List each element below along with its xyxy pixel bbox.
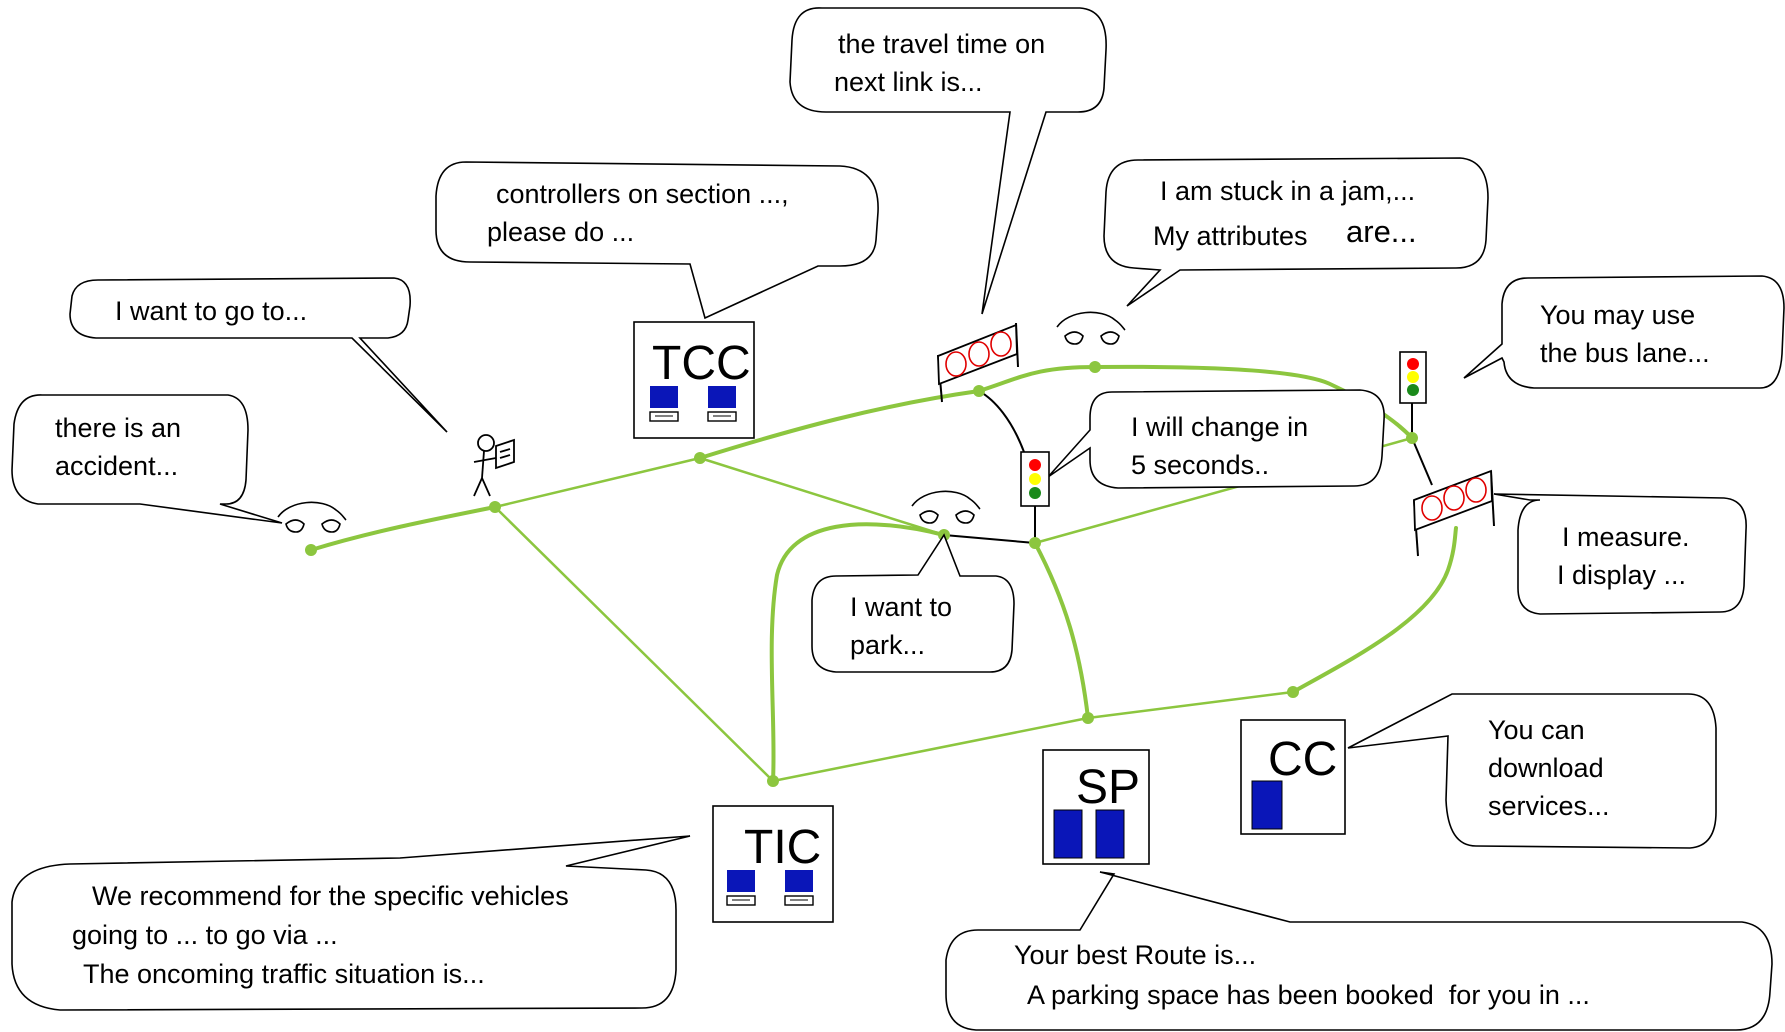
road-link bbox=[309, 505, 497, 552]
bubble-text: I display ... bbox=[1557, 560, 1687, 590]
bubble-text: going to ... to go via ... bbox=[72, 920, 338, 950]
server-icon bbox=[1053, 809, 1083, 859]
bubble-text: services... bbox=[1488, 791, 1610, 821]
bubble-text: I want to go to... bbox=[115, 296, 308, 326]
bubble-text: park... bbox=[850, 630, 926, 660]
bubble-stuck-jam bbox=[1103, 157, 1489, 307]
message-sign-icon bbox=[937, 322, 1019, 403]
computer-terminal-icon bbox=[726, 870, 756, 906]
bubble-want-go bbox=[69, 277, 448, 433]
bubble-text: You may use bbox=[1540, 300, 1696, 330]
bubble-will-change bbox=[1047, 389, 1385, 489]
bubble-text: controllers on section ..., bbox=[496, 179, 789, 209]
cc-center bbox=[1240, 719, 1346, 835]
bubble-text: there is an bbox=[55, 413, 182, 443]
bubble-download bbox=[1347, 693, 1717, 849]
bubble-text: the bus lane... bbox=[1540, 338, 1710, 368]
road-node bbox=[1082, 712, 1094, 724]
tic-label: TIC bbox=[744, 821, 822, 874]
road-link bbox=[1033, 541, 1090, 720]
message-sign-icon bbox=[1413, 469, 1495, 557]
road-node bbox=[1406, 432, 1418, 444]
road-link bbox=[493, 456, 702, 509]
bubble-text: the travel time on bbox=[838, 29, 1046, 59]
bubble-text: Your best Route is... bbox=[1014, 940, 1257, 970]
computer-terminal-icon bbox=[784, 870, 814, 906]
bubble-text: The oncoming traffic situation is... bbox=[83, 959, 485, 989]
tcc-center bbox=[633, 321, 755, 439]
road-node bbox=[1029, 537, 1041, 549]
road-link bbox=[1086, 690, 1295, 720]
bubble-text: We recommend for the specific vehicles bbox=[92, 881, 569, 911]
tcc-label: TCC bbox=[652, 337, 751, 390]
bubble-text: I will change in bbox=[1131, 412, 1309, 442]
sp-label: SP bbox=[1076, 761, 1141, 814]
road-nodes bbox=[305, 361, 1418, 787]
bubble-travel-time bbox=[789, 7, 1107, 315]
server-icon bbox=[1095, 809, 1125, 859]
road-link bbox=[977, 365, 1097, 393]
speech-bubble-outlines bbox=[11, 7, 1785, 1031]
bubble-text: accident... bbox=[55, 451, 179, 481]
road-node bbox=[694, 452, 706, 464]
car-icon bbox=[911, 490, 981, 524]
road-node bbox=[489, 501, 501, 513]
bubble-text: I want to bbox=[850, 592, 953, 622]
bubble-text: I am stuck in a jam,... bbox=[1160, 176, 1416, 206]
traffic-light-icon bbox=[1020, 451, 1050, 507]
road-network bbox=[309, 364, 1458, 783]
sp-center bbox=[1042, 749, 1150, 865]
bubble-text: please do ... bbox=[487, 217, 635, 247]
bubble-best-route bbox=[945, 871, 1773, 1031]
bubble-text: My attributes bbox=[1153, 221, 1308, 251]
traffic-light-icon bbox=[1399, 351, 1427, 404]
road-link bbox=[771, 716, 1090, 783]
bubble-bus-lane bbox=[1463, 275, 1785, 389]
bubble-text: 5 seconds.. bbox=[1131, 450, 1270, 480]
road-node bbox=[1089, 361, 1101, 373]
server-icon bbox=[1251, 780, 1283, 830]
road-link bbox=[1291, 526, 1458, 694]
road-node bbox=[973, 385, 985, 397]
bubble-accident bbox=[11, 394, 283, 524]
road-node bbox=[767, 775, 779, 787]
bubble-recommend bbox=[11, 835, 691, 1011]
car-icon bbox=[1056, 311, 1126, 345]
road-node bbox=[1287, 686, 1299, 698]
computer-terminal-icon bbox=[707, 386, 737, 422]
bubble-text: You can bbox=[1488, 715, 1585, 745]
road-link bbox=[493, 505, 775, 783]
bubble-text: next link is... bbox=[834, 67, 983, 97]
pedestrian-icon bbox=[473, 434, 515, 497]
bubble-text: I measure. bbox=[1562, 522, 1690, 552]
cc-label: CC bbox=[1268, 733, 1338, 786]
road-node bbox=[305, 544, 317, 556]
bubble-text: are... bbox=[1346, 214, 1417, 249]
road-link bbox=[698, 456, 946, 537]
bubble-text: A parking space has been booked for you … bbox=[1027, 980, 1590, 1010]
bubble-want-park bbox=[811, 533, 1015, 673]
tic-center bbox=[712, 805, 834, 923]
bubble-text: download bbox=[1488, 753, 1604, 783]
road-link bbox=[769, 522, 946, 783]
car-icon bbox=[277, 501, 347, 533]
road-link bbox=[1093, 364, 1414, 440]
computer-terminal-icon bbox=[649, 386, 679, 422]
bubble-controllers bbox=[435, 161, 879, 320]
bubble-measure bbox=[1493, 493, 1747, 615]
